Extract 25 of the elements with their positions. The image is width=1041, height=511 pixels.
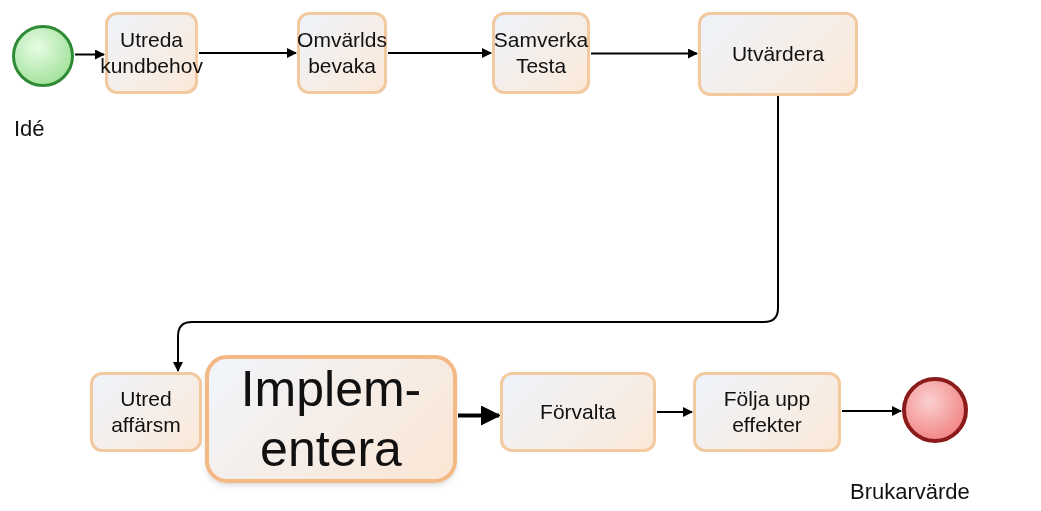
arrow <box>74 49 105 60</box>
process-box <box>698 12 858 96</box>
process-box <box>693 372 841 452</box>
process-box <box>90 372 202 452</box>
box-label: Implem- entera <box>239 360 423 479</box>
event-label: Idé <box>14 115 45 143</box>
box-label: Omvärlds bevaka <box>296 27 388 79</box>
process-box <box>492 12 590 94</box>
arrow <box>590 48 698 59</box>
box-label: Utreda kundbehov <box>99 27 204 79</box>
arrow <box>173 95 779 372</box>
arrow <box>198 48 297 58</box>
process-box <box>205 355 457 483</box>
arrow <box>656 407 693 417</box>
process-box <box>297 12 387 94</box>
box-label: Utvärdera <box>730 41 826 67</box>
event-label: Brukarvärde <box>850 478 970 506</box>
box-label: Förvalta <box>539 399 617 425</box>
box-label: Samverka Testa <box>492 27 590 79</box>
process-box <box>500 372 656 452</box>
box-label: Följa upp effekter <box>722 386 812 438</box>
arrow <box>841 406 902 416</box>
box-label: Utred affärsm <box>110 386 182 438</box>
arrow <box>387 48 492 58</box>
arrow <box>458 405 501 426</box>
